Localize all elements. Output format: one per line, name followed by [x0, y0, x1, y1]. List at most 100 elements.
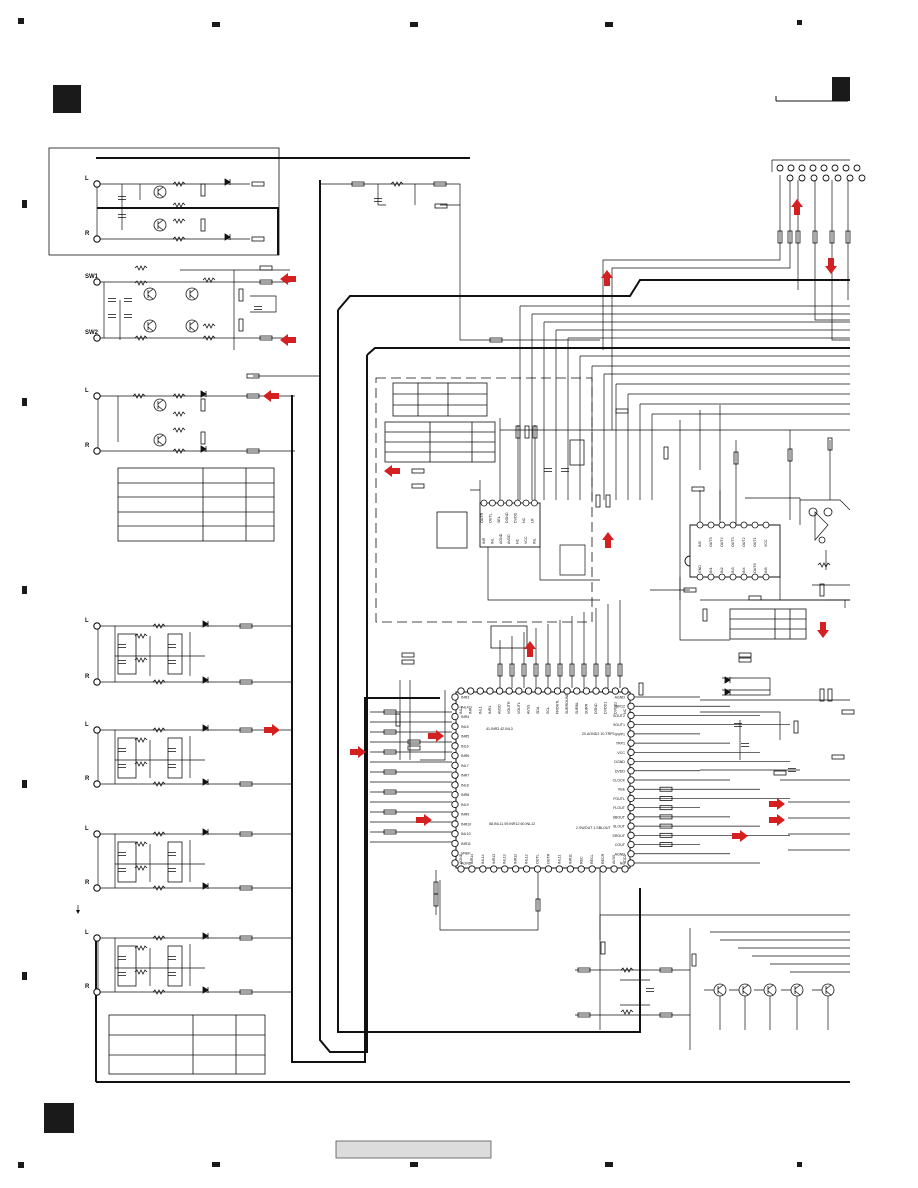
capacitor [168, 764, 176, 768]
transistor [763, 983, 777, 997]
resistor [615, 408, 629, 414]
components [108, 178, 855, 1018]
resistor [172, 202, 186, 208]
input-jack[interactable] [93, 726, 101, 734]
connector-pin[interactable] [846, 174, 854, 182]
wire [97, 937, 292, 993]
resistor [738, 652, 752, 658]
ic-pin-label: INL12 [525, 854, 529, 864]
ic-pin-label: SDA [536, 706, 540, 714]
resistor [819, 583, 825, 597]
resistor [259, 265, 273, 271]
resistor [152, 781, 166, 787]
connector-pin[interactable] [810, 174, 818, 182]
ic-pin [573, 687, 581, 695]
connector-pin[interactable] [842, 164, 850, 172]
resistor [152, 935, 166, 941]
ic-pin-label: VREF [461, 852, 471, 856]
connector-pin[interactable] [776, 164, 784, 172]
connector-pin[interactable] [798, 174, 806, 182]
wire [97, 625, 292, 683]
ic-pin [451, 712, 459, 721]
wire [96, 183, 250, 240]
ic-pin-label: CLOCK [613, 779, 626, 783]
connector-pin[interactable] [853, 164, 861, 172]
ic-pin [522, 499, 530, 507]
resistor [239, 989, 253, 995]
ic-pin [627, 776, 635, 784]
dsp-ic [479, 502, 541, 548]
connector-pin[interactable] [798, 164, 806, 172]
input-jack[interactable] [93, 830, 101, 838]
input-jack[interactable] [93, 678, 101, 686]
ic-pin [480, 499, 488, 507]
wire [651, 413, 850, 500]
input-jack[interactable] [93, 934, 101, 942]
ic-pin [696, 573, 704, 581]
connector-pin[interactable] [787, 164, 795, 172]
signal-wires [77, 159, 851, 1050]
port-label-in4_l: L [85, 722, 89, 728]
ic-pin [762, 521, 770, 529]
resistor [812, 230, 818, 244]
resistor [659, 967, 673, 973]
ic-pin-label: INR10 [461, 822, 471, 826]
input-jack[interactable] [93, 392, 101, 400]
ic-pin [627, 822, 635, 830]
ic-pin-label: OUT5 [709, 537, 713, 547]
wire [639, 403, 850, 500]
ic-pin-label: VCC [617, 751, 625, 755]
input-jack[interactable] [93, 180, 101, 188]
transistor [185, 319, 199, 333]
ic-pin-label: SURROUND [565, 693, 569, 714]
ic-pin [451, 849, 459, 857]
ic-pin [627, 757, 635, 766]
resistor [152, 727, 166, 733]
signal-flow-arrow-icon [384, 465, 400, 477]
resistor [509, 663, 515, 677]
connector-pin[interactable] [834, 174, 842, 182]
input-jack[interactable] [93, 988, 101, 996]
connector-pin[interactable] [786, 174, 794, 182]
input-jack[interactable] [93, 622, 101, 630]
cap-bank [117, 737, 137, 779]
capacitor [124, 314, 132, 318]
capacitor [734, 723, 742, 727]
input-jack[interactable] [93, 278, 101, 286]
ic-pin-label: INL13 [503, 854, 507, 864]
ic-pin [611, 687, 620, 695]
transistor [143, 287, 157, 301]
resistor [351, 181, 365, 187]
connector-pin[interactable] [858, 174, 866, 182]
cap-bank [167, 737, 183, 779]
connector-pin[interactable] [809, 164, 817, 172]
ic-pin-label: DGND [505, 512, 509, 523]
connector-pin[interactable] [822, 174, 830, 182]
input-jack[interactable] [93, 447, 101, 455]
resistor [407, 745, 421, 751]
input-jack[interactable] [93, 884, 101, 892]
ic-pin-label: SBOUT [613, 815, 626, 819]
connector-pin[interactable] [831, 164, 839, 172]
resistor [134, 280, 148, 286]
ic-pin [602, 687, 610, 695]
input-jack[interactable] [93, 235, 101, 243]
resistor [251, 181, 265, 187]
resistor [777, 230, 783, 244]
ic-pin-label: AGND [615, 852, 626, 856]
resistor [659, 832, 673, 838]
resistor [817, 562, 831, 568]
resistor [134, 335, 148, 341]
ic-pin-label: INR3 [461, 696, 469, 700]
connector-pin[interactable] [820, 164, 828, 172]
ic-pin [501, 865, 509, 873]
ic-pin-label: OUT1 [753, 537, 757, 547]
input-jack[interactable] [93, 334, 101, 342]
resistor [239, 935, 253, 941]
ic-pin-label: SURR [584, 703, 588, 714]
resistor [841, 709, 855, 715]
resistor [383, 789, 397, 795]
ic-pin [457, 865, 465, 873]
resistor [659, 805, 673, 811]
input-jack[interactable] [93, 780, 101, 788]
